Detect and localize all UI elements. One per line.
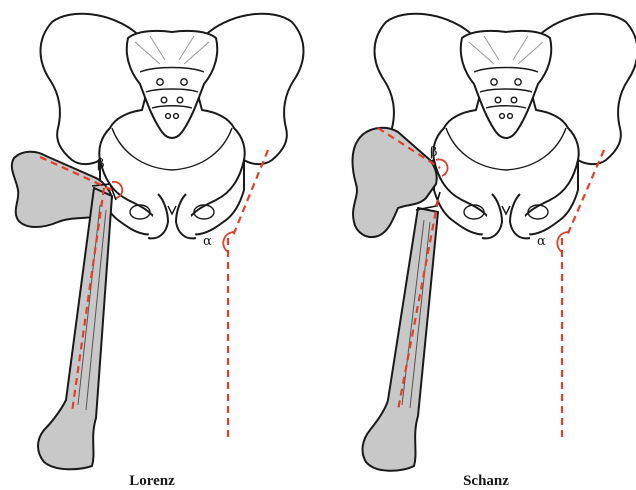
femur <box>12 152 112 470</box>
angle-beta-label: β <box>97 157 105 172</box>
alpha-arc <box>223 232 235 252</box>
angle-alpha-label: α <box>537 234 546 249</box>
angle-beta-label: β <box>430 145 438 160</box>
panel-caption: Lorenz <box>129 473 175 489</box>
femur <box>353 128 439 471</box>
angle-alpha-label: α <box>203 234 212 249</box>
panel-lorenz: β α Lorenz <box>12 14 304 489</box>
alpha-arc <box>557 232 569 252</box>
panel-schanz: β α Schanz <box>353 14 636 489</box>
panel-caption: Schanz <box>463 473 509 489</box>
